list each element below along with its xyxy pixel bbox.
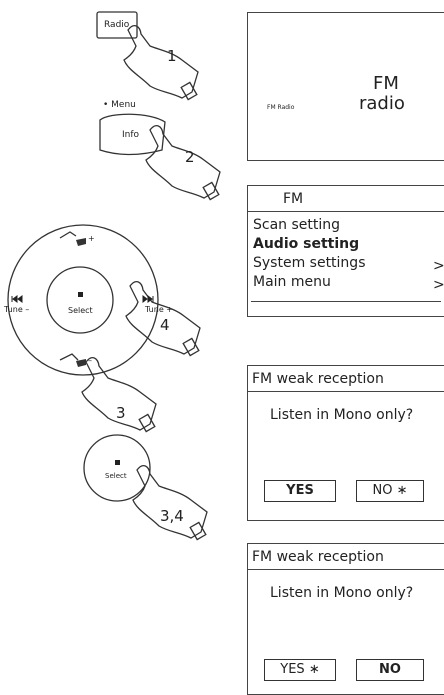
tune-right-label: Tune + xyxy=(145,305,173,314)
menu-item-main-menu[interactable]: Main menu xyxy=(253,274,331,290)
select-label: Select xyxy=(68,306,93,315)
dialog-title: FM weak reception xyxy=(252,371,384,387)
no-button[interactable]: NO xyxy=(356,659,424,681)
step-number-2: 2 xyxy=(185,148,195,166)
menu-label: • Menu xyxy=(103,100,136,110)
tune-left-label: Tune – xyxy=(4,305,30,314)
hand-2 xyxy=(145,125,221,199)
radio-button-outline xyxy=(96,11,138,39)
prev-icon xyxy=(11,295,23,303)
chevron-right-icon: > xyxy=(433,277,444,293)
hand-4 xyxy=(125,281,201,355)
dialog-question: Listen in Mono only? xyxy=(270,585,414,601)
yes-button[interactable]: YES ∗ xyxy=(264,659,336,681)
next-icon xyxy=(142,295,154,303)
hand-1 xyxy=(123,25,199,99)
menu-header: FM xyxy=(283,191,304,207)
menu-item-scan-setting[interactable]: Scan setting xyxy=(253,217,341,233)
step-number-3: 3 xyxy=(116,404,126,422)
bookmark-up-icon xyxy=(76,238,86,246)
step-number-4: 4 xyxy=(160,316,170,334)
screen-mono-prompt-yes: FM weak reception Listen in Mono only? Y… xyxy=(247,543,444,695)
menu-item-system-settings[interactable]: System settings xyxy=(253,255,366,271)
no-button[interactable]: NO ∗ xyxy=(356,480,424,502)
screen1-line1: FM xyxy=(373,73,399,94)
screen-mono-prompt-no: FM weak reception Listen in Mono only? Y… xyxy=(247,365,444,521)
dial-up-symbol: + xyxy=(88,234,95,243)
dialog-title: FM weak reception xyxy=(252,549,384,565)
screen1-line2: radio xyxy=(359,93,405,114)
screen-fm-radio: FM Radio FM radio xyxy=(247,12,444,161)
step-number-3-4: 3,4 xyxy=(160,507,184,525)
hand-3-4 xyxy=(132,465,208,539)
info-button-outline xyxy=(99,113,166,156)
chevron-right-icon: > xyxy=(433,258,444,274)
dial-inner xyxy=(46,266,114,334)
select-square-icon xyxy=(78,292,83,297)
yes-button[interactable]: YES xyxy=(264,480,336,502)
dialog-question: Listen in Mono only? xyxy=(270,407,414,423)
fm-radio-icon-caption: FM Radio xyxy=(267,104,295,111)
radio-button-label: Radio xyxy=(104,20,130,30)
menu-item-audio-setting[interactable]: Audio setting xyxy=(253,236,360,252)
dial-outer xyxy=(7,224,159,376)
knob-select-label: Select xyxy=(105,472,127,480)
hand-3 xyxy=(81,357,157,431)
step-number-1: 1 xyxy=(167,47,177,65)
dial-down-symbol: – xyxy=(88,356,92,365)
screen-fm-menu: FM Scan setting Audio setting System set… xyxy=(247,185,444,317)
select-knob xyxy=(83,434,151,502)
knob-square-icon xyxy=(115,460,120,465)
info-button-label: Info xyxy=(122,130,140,140)
bookmark-down-icon xyxy=(76,359,86,367)
